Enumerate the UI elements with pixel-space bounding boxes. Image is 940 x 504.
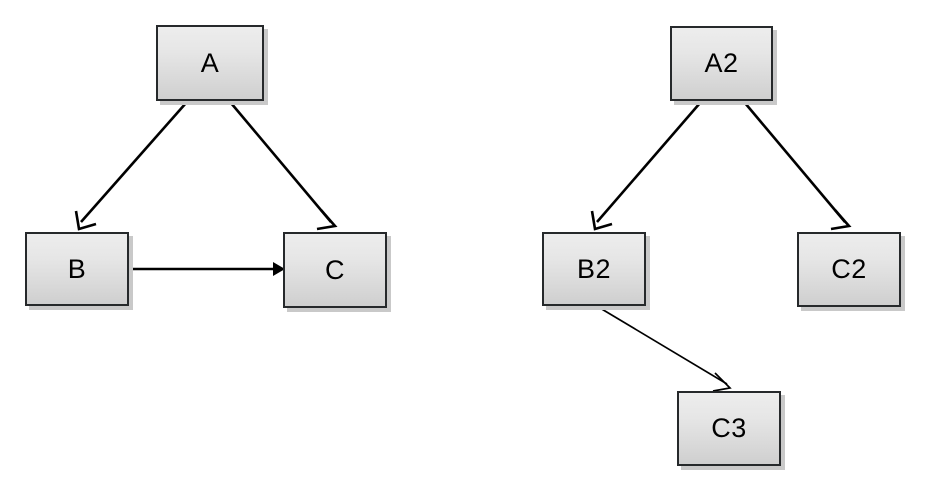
node-b-label: B	[67, 253, 87, 284]
node-c2-label: C2	[831, 254, 867, 284]
node-a-label: A	[200, 47, 220, 78]
edge-a2-to-c2[interactable]	[744, 102, 852, 231]
edge-a-to-c[interactable]	[230, 102, 338, 231]
node-b[interactable]: B	[25, 232, 129, 306]
node-a[interactable]: A	[156, 25, 264, 101]
node-b2[interactable]: B2	[542, 232, 646, 306]
node-b2-label: B2	[576, 253, 612, 284]
edge-a2-to-b2[interactable]	[590, 102, 701, 231]
node-a2-label: A2	[704, 48, 739, 78]
node-c-label: C	[325, 254, 345, 285]
edge-a-to-b[interactable]	[74, 102, 187, 231]
node-a2[interactable]: A2	[670, 26, 773, 101]
node-c3-label: C3	[711, 413, 747, 443]
node-c2[interactable]: C2	[797, 232, 901, 307]
edge-b2-to-c3[interactable]	[599, 307, 732, 392]
node-c3[interactable]: C3	[677, 391, 781, 466]
edge-b-to-c[interactable]	[131, 262, 285, 276]
node-c[interactable]: C	[283, 232, 387, 308]
